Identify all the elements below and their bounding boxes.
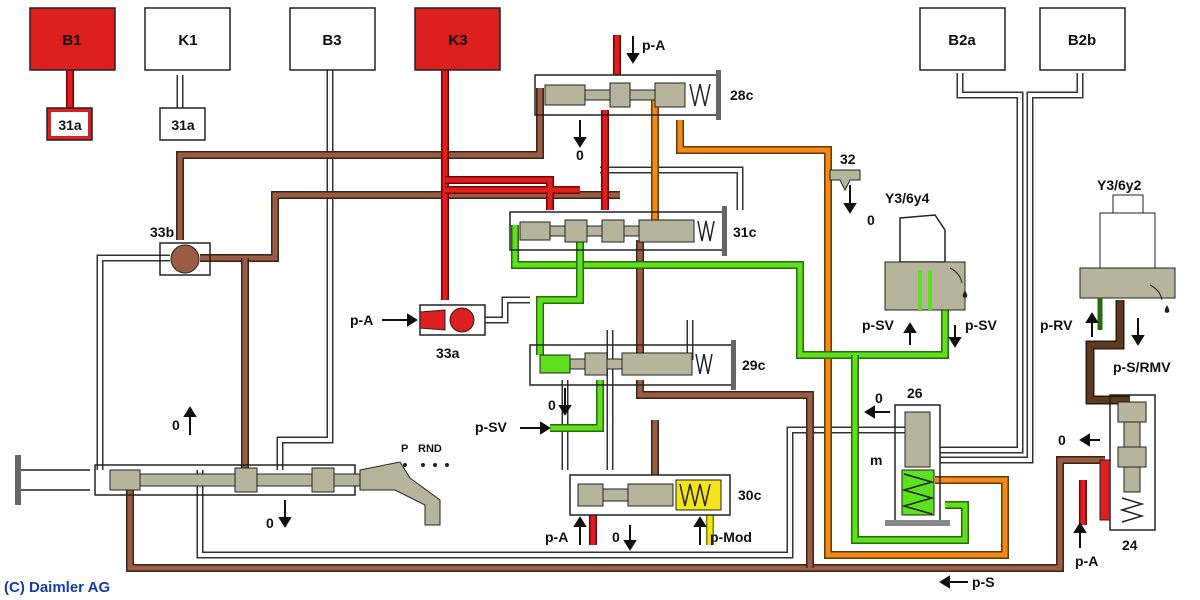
label-b2a: B2a (948, 32, 976, 49)
label-0-selector-up: 0 (172, 417, 180, 433)
line-33a-29c (485, 296, 530, 324)
box-b3 (289, 7, 376, 71)
label-28c: 28c (730, 87, 754, 103)
labels: B1 K1 B3 K3 B2a B2b 31a 31a 28c 31c 29c … (4, 32, 1171, 596)
box-b1 (29, 7, 116, 71)
arrows (183, 36, 1145, 589)
label-0-30c: 0 (612, 529, 620, 545)
label-31c: 31c (733, 224, 757, 240)
clutch-boxes (29, 7, 1126, 141)
label-psv-left: p-SV (475, 419, 508, 435)
label-31a-right: 31a (171, 117, 195, 133)
label-29c: 29c (742, 357, 766, 373)
valve-30c (569, 474, 731, 516)
copyright: (C) Daimler AG (4, 579, 110, 596)
valve-32 (829, 169, 861, 192)
label-31a-left: 31a (58, 117, 82, 133)
brown-lines (126, 88, 1105, 572)
line-33b-left (96, 254, 170, 470)
label-26: 26 (907, 385, 923, 401)
box-k3 (414, 7, 501, 71)
label-b2b: B2b (1068, 32, 1096, 49)
label-psv-y4-left: p-SV (862, 317, 895, 333)
box-31a-right (159, 107, 206, 141)
green-lines (511, 225, 969, 544)
solenoid-y4 (884, 214, 968, 311)
label-pa-24: p-A (1075, 553, 1098, 569)
label-y4: Y3/6y4 (885, 190, 930, 206)
selector-valve (15, 455, 449, 526)
label-0-28c: 0 (576, 147, 584, 163)
valve-31c (509, 206, 727, 256)
label-m: m (870, 452, 882, 468)
line-31c-top (600, 166, 744, 210)
line-brown-29c (636, 240, 814, 568)
label-b3: B3 (322, 32, 341, 49)
label-pa-30c: p-A (545, 529, 568, 545)
valve-26 (885, 404, 950, 526)
red-lines (66, 35, 1087, 545)
valve-28c (534, 70, 721, 120)
label-0-26: 0 (875, 390, 883, 406)
valve-29c (529, 340, 736, 390)
solenoid-y2 (1079, 194, 1176, 330)
label-24: 24 (1122, 537, 1138, 553)
label-selector-p: P (401, 443, 408, 455)
label-pa-33a: p-A (350, 312, 373, 328)
label-30c: 30c (738, 487, 762, 503)
dark-brown-lines (1085, 300, 1130, 405)
box-b2b (1039, 7, 1126, 71)
label-b1: B1 (62, 32, 81, 49)
label-psrmv: p-S/RMV (1113, 359, 1171, 375)
line-y2-24 (1085, 300, 1130, 405)
label-0-24: 0 (1058, 432, 1066, 448)
label-pa-top: p-A (642, 37, 665, 53)
box-k1 (144, 7, 231, 71)
line-green-psv (550, 380, 604, 432)
label-pmod: p-Mod (710, 529, 752, 545)
label-33a: 33a (436, 345, 460, 361)
label-0-selector-down: 0 (266, 515, 274, 531)
label-prv: p-RV (1040, 317, 1073, 333)
label-selector-rnd: RND (418, 443, 442, 455)
valve-33a (419, 304, 486, 336)
hydraulic-lines (66, 35, 1130, 572)
white-lines (96, 70, 1084, 559)
label-psv-y4-right: p-SV (965, 317, 998, 333)
orange-lines (651, 95, 1009, 559)
label-k3: K3 (448, 32, 467, 49)
label-32: 32 (840, 151, 856, 167)
line-b3 (276, 70, 334, 470)
label-0-32: 0 (867, 212, 875, 228)
line-brown-top (176, 88, 544, 240)
valve-24 (1099, 394, 1156, 531)
label-y2: Y3/6y2 (1097, 177, 1142, 193)
label-ps: p-S (972, 574, 995, 590)
box-b2a (919, 7, 1006, 71)
valve-33b (159, 242, 211, 276)
label-33b: 33b (150, 224, 174, 240)
label-0-29c: 0 (548, 397, 556, 413)
label-k1: K1 (178, 32, 197, 49)
